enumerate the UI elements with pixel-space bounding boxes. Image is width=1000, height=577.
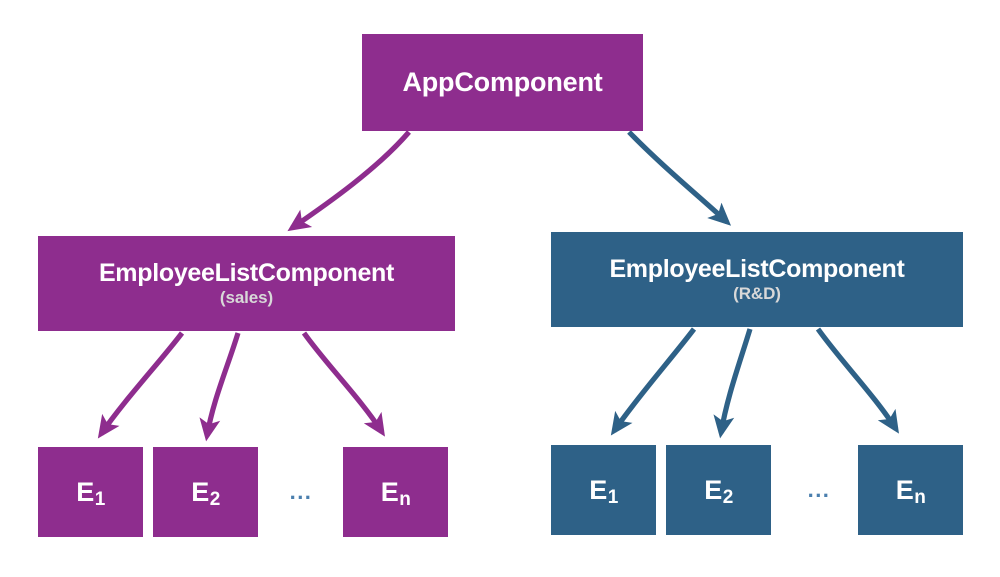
node-rnd-employee-n-base: E: [895, 474, 914, 505]
node-rnd-employee-1-label: E1: [589, 474, 619, 508]
node-sales-employee-2[interactable]: E2: [153, 447, 258, 537]
node-sales-employee-n[interactable]: En: [343, 447, 448, 537]
rnd-leaves-ellipsis: ...: [807, 477, 831, 502]
node-rnd-employee-2[interactable]: E2: [666, 445, 771, 535]
node-sales-employee-n-base: E: [380, 476, 399, 507]
node-employee-list-rnd[interactable]: EmployeeListComponent (R&D): [551, 232, 963, 327]
node-rnd-employee-n[interactable]: En: [858, 445, 963, 535]
node-employee-list-sales[interactable]: EmployeeListComponent (sales): [38, 236, 455, 331]
node-rnd-employee-1-base: E: [589, 474, 608, 505]
node-employee-list-rnd-subtitle: (R&D): [733, 284, 781, 304]
node-rnd-employee-2-subscript: 2: [722, 486, 734, 508]
node-sales-employee-1-subscript: 1: [94, 488, 106, 510]
node-rnd-employee-n-subscript: n: [914, 486, 926, 508]
node-sales-employee-n-subscript: n: [399, 488, 411, 510]
node-sales-employee-1-label: E1: [76, 476, 106, 510]
edge-sales-to-leaf-1: [97, 331, 185, 439]
edge-sales-to-leaf-n: [301, 331, 385, 437]
node-sales-employee-2-label: E2: [191, 476, 221, 510]
node-sales-employee-1-base: E: [76, 476, 95, 507]
node-employee-list-rnd-label: EmployeeListComponent: [609, 255, 905, 284]
edge-root-to-sales: [287, 130, 411, 232]
node-sales-employee-2-subscript: 2: [209, 488, 221, 510]
sales-leaves-ellipsis: ...: [289, 479, 313, 504]
edge-rnd-to-leaf-2: [713, 328, 753, 439]
node-rnd-employee-2-label: E2: [704, 474, 734, 508]
node-rnd-employee-1[interactable]: E1: [551, 445, 656, 535]
edge-sales-to-leaf-2: [199, 332, 241, 442]
node-rnd-employee-2-base: E: [704, 474, 723, 505]
node-app-component[interactable]: AppComponent: [362, 34, 643, 131]
edge-rnd-to-leaf-1: [610, 327, 697, 436]
edge-root-to-rnd: [627, 130, 732, 226]
node-sales-employee-1[interactable]: E1: [38, 447, 143, 537]
node-employee-list-sales-label: EmployeeListComponent: [98, 259, 395, 288]
node-rnd-employee-n-label: En: [895, 474, 926, 508]
edge-rnd-to-leaf-n: [815, 327, 899, 434]
node-app-component-label: AppComponent: [402, 67, 603, 98]
node-rnd-employee-1-subscript: 1: [607, 486, 619, 508]
node-sales-employee-2-base: E: [191, 476, 210, 507]
node-sales-employee-n-label: En: [380, 476, 411, 510]
node-employee-list-sales-subtitle: (sales): [219, 288, 274, 308]
